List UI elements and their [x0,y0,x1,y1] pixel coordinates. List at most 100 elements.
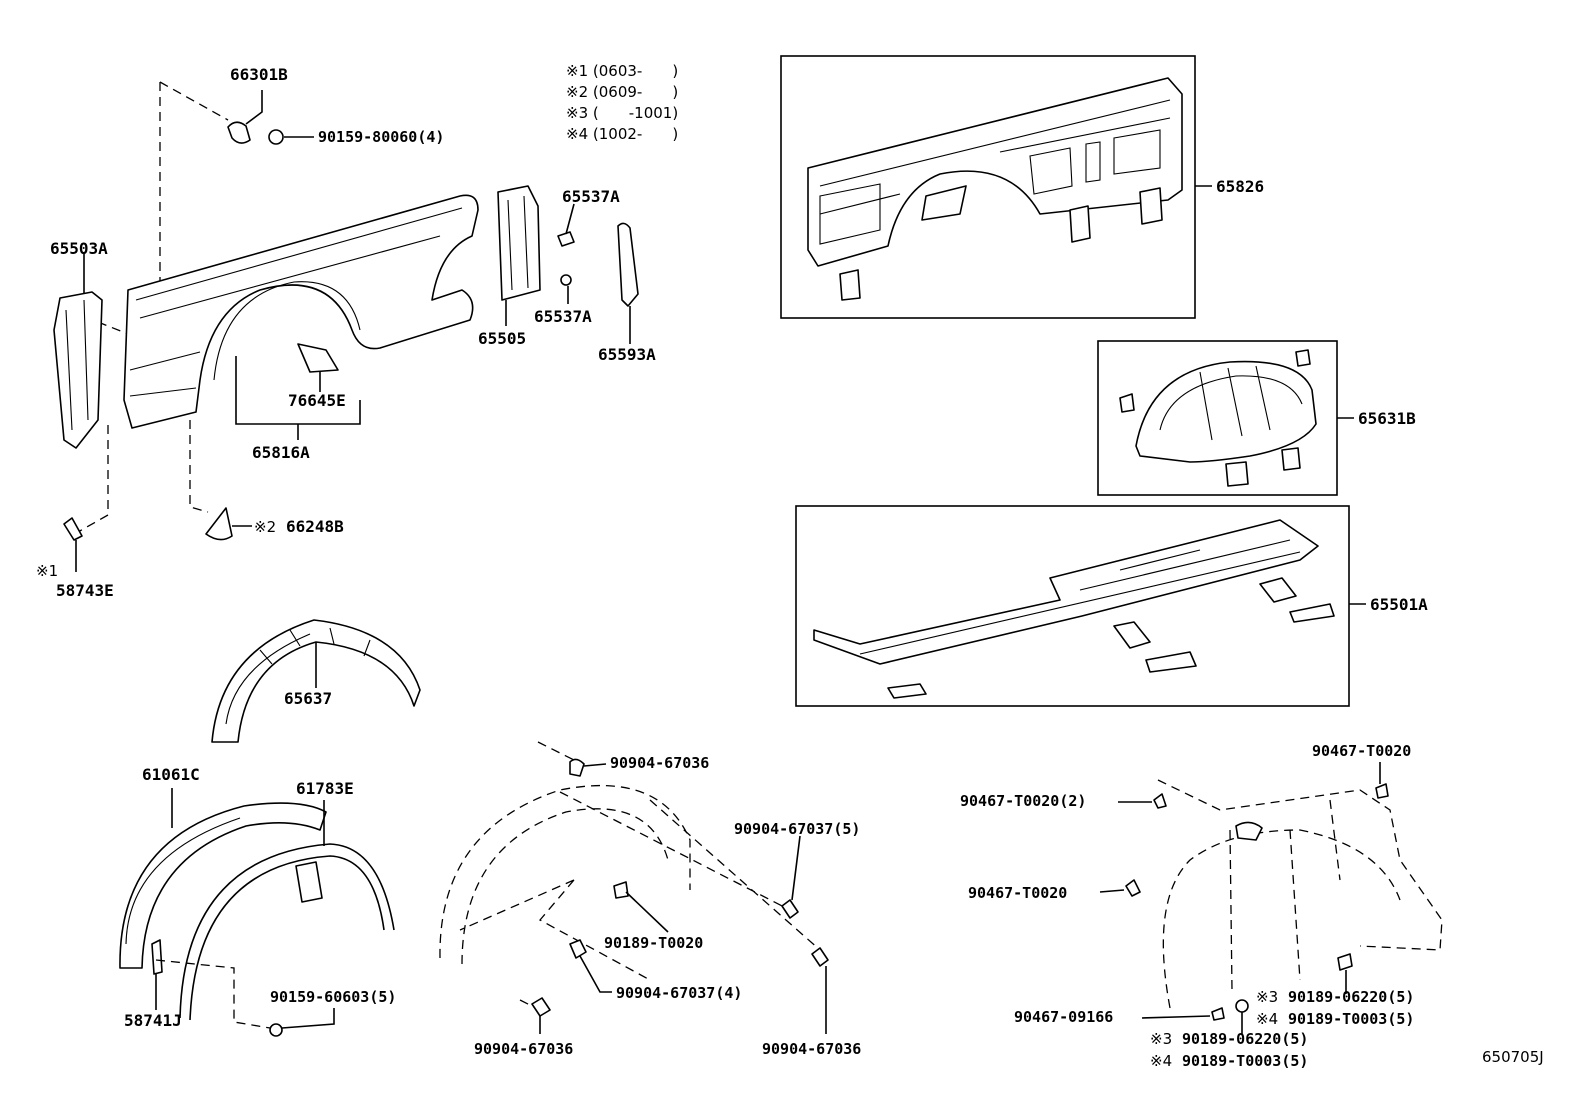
fender-flare-part [119,802,327,969]
liner-detail [225,627,371,725]
label-90189-06220-b-note: ※3 [1150,1030,1172,1048]
leader-line [625,891,669,933]
label-90467-t0020-top: 90467-T0020 [1312,742,1411,760]
inner-panel-part [807,77,1183,267]
leader-line [281,1008,335,1029]
clip-part [151,939,163,975]
shield-detail [1235,821,1263,841]
clip-part [1337,953,1353,971]
hook-part [227,121,251,144]
wheel-arch-flange [213,281,361,381]
bolt-part [268,129,284,145]
label-90904-67037-5: 90904-67037(5) [734,820,860,838]
dashed-shield-outline [439,784,691,959]
nut-part [1235,999,1249,1013]
label-90904-67036-bottom-right: 90904-67036 [762,1040,861,1058]
label-65537a-lower: 65537A [534,307,592,326]
vent-part [297,343,339,373]
side-panel-detail [129,207,463,397]
label-90189-t0003-a: 90189-T0003(5) [1288,1010,1414,1028]
label-61061c: 61061C [142,765,200,784]
inner-panel-detail [819,99,1171,215]
leader-line [1099,889,1125,893]
label-65501a: 65501A [1370,595,1428,614]
label-90904-67036-top: 90904-67036 [610,754,709,772]
clip-part [811,947,829,967]
splash-shield-group: 90904-67036 90904-67037(5) 90189-T0020 9… [439,741,861,1058]
clip-part [1375,783,1389,799]
seal-strip-part [617,222,639,307]
mudflap-part [205,507,233,541]
inner-panel-cutouts [819,129,1161,245]
box-65501a [795,505,1350,707]
guide-line [519,741,821,1011]
leader-line [245,90,263,125]
clip-part [569,939,587,959]
leader-line [583,763,607,767]
label-66301b: 66301B [230,65,288,84]
leader-line [579,955,612,993]
label-65505: 65505 [478,329,526,348]
legend-note-2: ※2 (0609- ) [566,83,678,101]
box-65826 [780,55,1196,319]
screw-part [269,1023,283,1037]
leader-line [791,835,801,901]
dashed-shield-outline [459,879,651,981]
guide-line [77,425,109,533]
inner-pillar-part [497,185,541,301]
reference-code: 650705J [1482,1048,1544,1066]
label-65593a: 65593A [598,345,656,364]
side-panel-group: 66301B 90159-80060(4) 65503A 76645E 6581… [36,65,656,600]
pillar-part [53,291,103,449]
label-90189-t0003-a-note: ※4 [1256,1010,1278,1028]
label-90189-06220-b: 90189-06220(5) [1182,1030,1308,1048]
fender-flare-detail [125,817,241,945]
legend-note-4: ※4 (1002- ) [566,125,678,143]
label-90189-06220-a: 90189-06220(5) [1288,988,1414,1006]
screw-part [1211,1007,1225,1021]
inner-panel-brackets [839,185,1163,301]
nut-part [557,231,575,247]
legend-note-1: ※1 (0603- ) [566,62,678,80]
leader-line [565,203,575,235]
dashed-shield-outline [1162,829,1401,1009]
label-65637: 65637 [284,689,332,708]
clip-part [531,997,551,1017]
wheel-house-box: 65631B [1097,340,1416,496]
flare-group: 61061C 61783E 58741J 90159-60603(5) [119,765,396,1037]
floor-sill-part [813,519,1319,665]
label-65503a: 65503A [50,239,108,258]
label-90189-t0003-b: 90189-T0003(5) [1182,1052,1308,1070]
side-panel-part [123,194,479,429]
dashed-shield-outline [1157,779,1443,951]
label-90159-80060: 90159-80060(4) [318,128,444,146]
label-58743e-note: ※1 [36,562,58,580]
label-65631b: 65631B [1358,409,1416,428]
clip-part [781,899,799,919]
wheel-house-part [1135,360,1317,463]
label-76645e: 76645E [288,391,346,410]
dashed-shield-outline [1229,799,1341,991]
liner-group: 65637 [211,619,421,743]
floor-box: 65501A [795,505,1428,707]
pillar-detail [65,299,89,431]
guide-line [155,959,271,1029]
wheel-house-brackets [1119,349,1311,487]
nut-part [560,274,572,286]
clip-part [63,517,83,541]
inner-panel-box: 65826 [780,55,1264,319]
label-90467-09166: 90467-09166 [1014,1008,1113,1026]
legend-note-3: ※3 ( -1001) [566,104,678,122]
wheel-house-detail [1159,365,1303,441]
label-66248b-note: ※2 [254,518,276,536]
label-66248b: 66248B [286,517,344,536]
label-58743e: 58743E [56,581,114,600]
clip-part [1153,793,1167,809]
label-90467-t0020-2: 90467-T0020(2) [960,792,1086,810]
guide-line [189,420,209,513]
label-65816a: 65816A [252,443,310,462]
label-90159-60603: 90159-60603(5) [270,988,396,1006]
label-90904-67036-bottom-left: 90904-67036 [474,1040,573,1058]
legend: ※1 (0603- ) ※2 (0609- ) ※3 ( -1001) ※4 (… [566,62,678,143]
